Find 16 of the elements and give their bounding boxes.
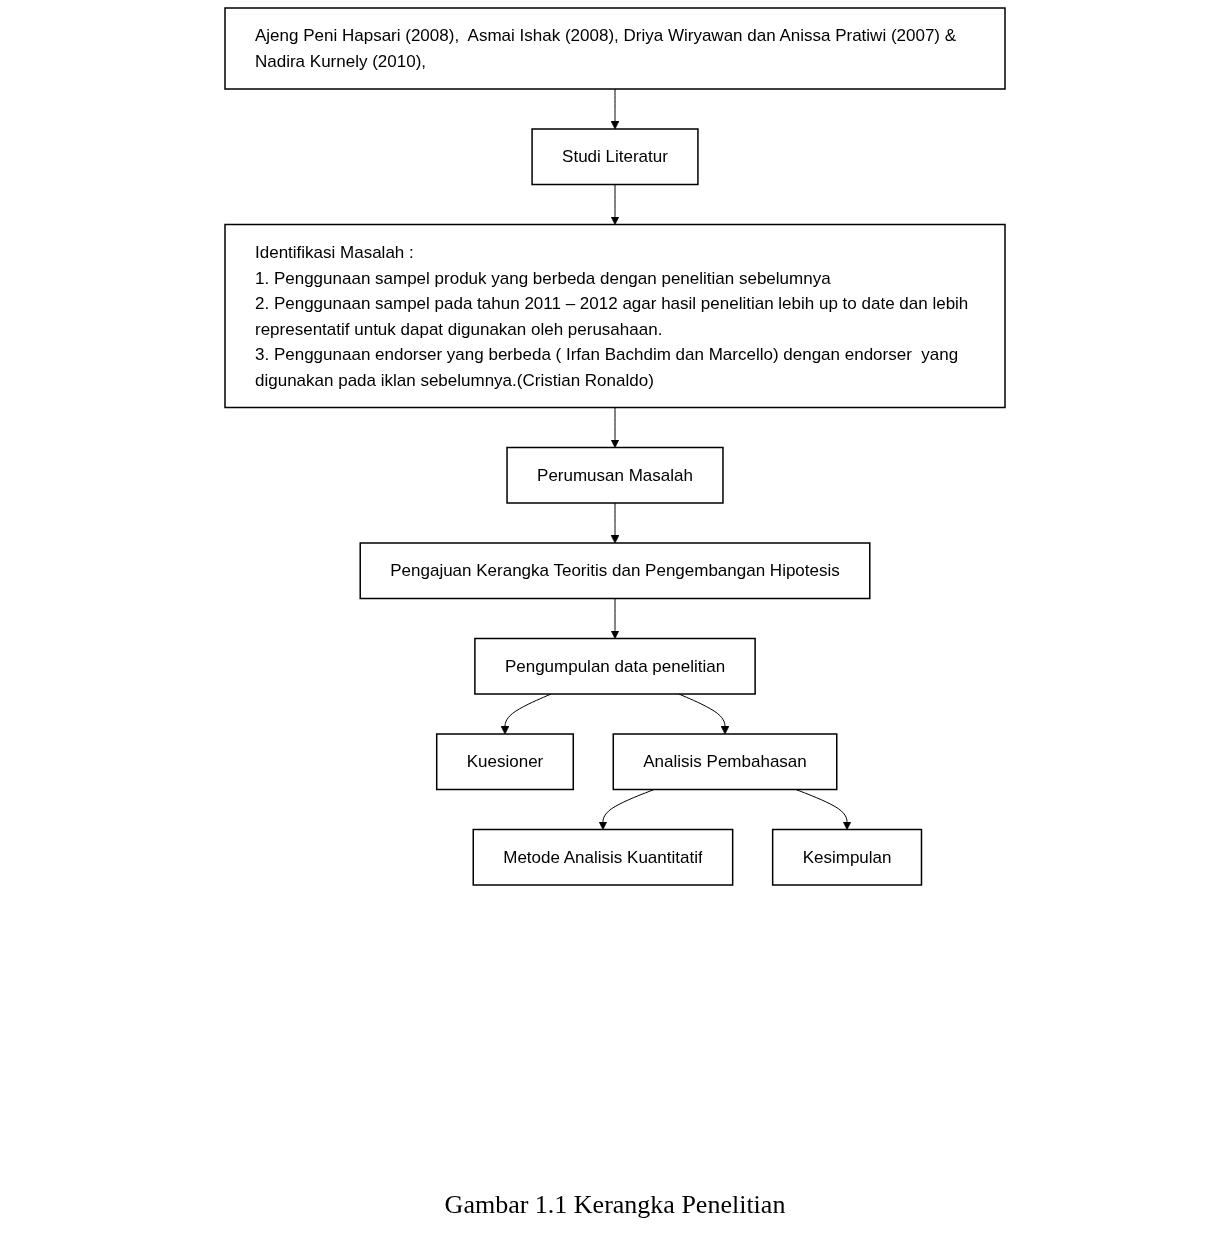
arrow [610,502,620,544]
node-box: Identifikasi Masalah : 1. Penggunaan sampel produk yang berbeda dengan penelitian sebelumnya 2. Penggunaan sampel pada tahun 2011 – 2012 agar hasil penelitian lebih up to date dan lebih representatif untuk dapat digunakan oleh perusahaan. 3. Penggunaan endorser yang berbeda ( Irfan Bachdim dan Marcello) dengan endorser yang digunakan pada iklan sebelumnya.(Cristian Ronaldo) [224,223,1006,409]
figure-caption: Gambar 1.1 Kerangka Penelitian [443,1190,787,1220]
node-box: Pengajuan Kerangka Teoritis dan Pengembangan Hipotesis [359,542,871,600]
arrow [610,88,620,130]
arrow [610,407,620,448]
node-box: Studi Literatur [531,128,699,186]
node-box: Kuesioner [435,733,574,791]
node-box: Analisis Pembahasan [612,733,838,791]
node-box: Kesimpulan [771,828,923,886]
node-box: Pengumpulan data penelitian [474,637,756,695]
arrow [610,598,620,639]
arrow [610,184,620,225]
node-box: Perumusan Masalah [506,446,724,504]
node-box: Metode Analisis Kuantitatif [472,828,734,886]
node-box: Ajeng Peni Hapsari (2008), Asmai Ishak (2008), Driya Wiryawan dan Anissa Pratiwi (2007) & Nadira Kurnely (2010), [224,7,1006,90]
